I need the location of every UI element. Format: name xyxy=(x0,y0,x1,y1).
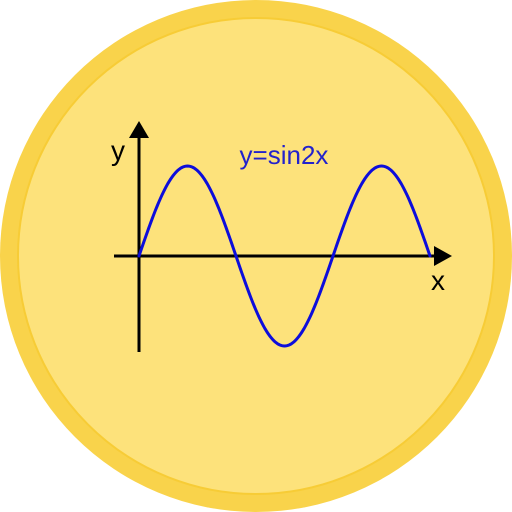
y-axis-label: y xyxy=(111,135,125,166)
equation-label: y=sin2x xyxy=(240,140,329,170)
y-axis-arrowhead xyxy=(129,121,149,138)
x-axis-arrowhead xyxy=(434,246,452,266)
sine-curve xyxy=(137,164,432,348)
x-axis-label: x xyxy=(431,265,445,296)
